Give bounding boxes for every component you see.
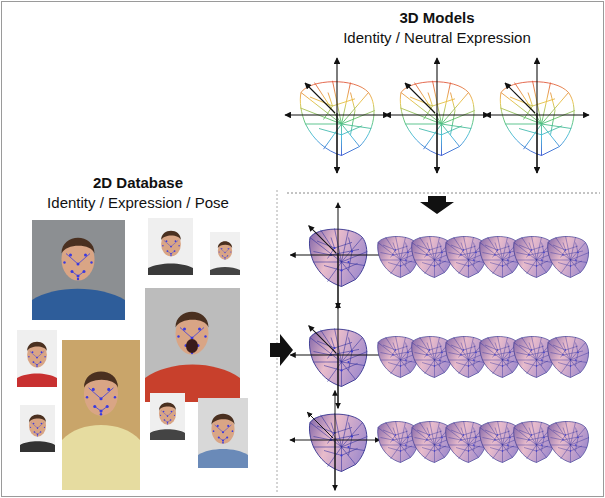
drawing-path <box>198 449 248 468</box>
drawing-g <box>290 203 589 308</box>
divider-line <box>277 190 278 492</box>
drawing-path <box>210 267 240 275</box>
drawing-rect <box>145 288 240 402</box>
drawing-path <box>62 425 140 490</box>
section-subtitle: Identity / Neutral Expression <box>343 29 531 47</box>
drawing-g <box>290 391 589 491</box>
drawing-use <box>290 203 385 308</box>
right-arrow <box>270 334 293 366</box>
drawing-rect <box>62 340 140 490</box>
fitted-meshes <box>290 203 589 491</box>
drawing-path <box>20 441 55 452</box>
drawing-use <box>485 58 589 173</box>
drawing-rect <box>150 393 185 440</box>
drawing-use <box>176 312 209 355</box>
drawing-use <box>290 303 385 408</box>
section-heading: 3D Models <box>399 9 474 27</box>
drawing-use <box>84 372 118 416</box>
drawing-rect <box>17 330 57 387</box>
drawing-path <box>17 374 57 388</box>
drawing-use <box>548 236 589 278</box>
drawing-use <box>211 414 234 444</box>
drawing-use <box>548 421 589 463</box>
photo-grid <box>17 218 248 490</box>
divider-line <box>287 193 600 194</box>
drawing-use <box>29 415 46 437</box>
drawing-use <box>309 413 367 471</box>
drawing-use <box>218 241 232 260</box>
drawing-use <box>285 58 389 173</box>
drawing-use <box>385 58 489 173</box>
drawing-use <box>27 342 47 368</box>
drawing-path <box>32 289 125 320</box>
drawing-rect <box>198 398 248 468</box>
drawing-rect <box>148 218 193 275</box>
drawing-path <box>148 264 193 276</box>
drawing-ellipse <box>186 339 198 353</box>
drawing-rect <box>20 405 55 452</box>
drawing-use <box>62 238 95 281</box>
section-subtitle: Identity / Expression / Pose <box>47 194 229 212</box>
drawing-use <box>290 391 380 491</box>
drawing-path <box>150 429 185 440</box>
drawing-use <box>548 336 589 378</box>
down-arrow <box>420 196 454 214</box>
drawing-use <box>159 403 176 425</box>
section-heading: 2D Database <box>93 174 183 192</box>
drawing-use <box>161 231 181 257</box>
model-meshes <box>285 58 589 173</box>
drawing-rect <box>210 232 240 275</box>
drawing-rect <box>32 220 125 320</box>
